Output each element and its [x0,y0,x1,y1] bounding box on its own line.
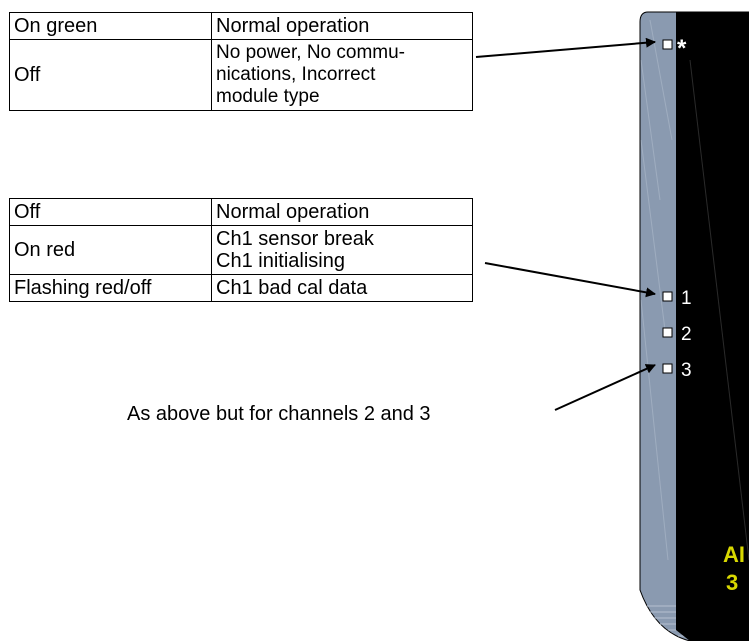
module-label-line2: 3 [726,570,738,595]
table-row: On green Normal operation [9,12,473,40]
channel-1-led [662,291,673,302]
table-row: Off No power, No commu- nications, Incor… [9,39,473,111]
table-row: On red Ch1 sensor break Ch1 initialising [9,225,473,275]
channels-caption: As above but for channels 2 and 3 [127,403,431,425]
state-cell: Off [9,198,212,226]
channel-3-label: 3 [681,360,692,381]
state-cell: Flashing red/off [9,274,212,302]
module-label-line1: AI [723,542,745,567]
meaning-cell: Ch1 sensor break Ch1 initialising [211,225,473,275]
state-cell: On red [9,225,212,275]
meaning-line: module type [216,85,320,107]
channel-1-label: 1 [681,288,692,309]
table-row: Flashing red/off Ch1 bad cal data [9,274,473,302]
meaning-cell: Ch1 bad cal data [211,274,473,302]
status-led-symbol: * [677,35,687,62]
meaning-line: nications, Incorrect [216,63,376,85]
status-arrow [475,37,656,58]
meaning-cell: Normal operation [211,12,473,40]
channel-1-arrow [484,262,656,298]
meaning-line: Ch1 sensor break [216,228,374,250]
channel-3-led [662,363,673,374]
meaning-line: Ch1 initialising [216,250,345,272]
channel-2-led [662,327,673,338]
meaning-cell: No power, No commu- nications, Incorrect… [211,39,473,111]
status-led-table: On green Normal operation Off No power, … [9,12,473,111]
channel-2-label: 2 [681,324,692,345]
module-face [676,12,749,641]
state-cell: On green [9,12,212,40]
channel-led-table: Off Normal operation On red Ch1 sensor b… [9,198,473,302]
status-led [662,39,673,50]
table-row: Off Normal operation [9,198,473,226]
channels-2-3-arrow [554,364,656,411]
meaning-line: No power, No commu- [216,42,406,63]
meaning-cell: Normal operation [211,198,473,226]
